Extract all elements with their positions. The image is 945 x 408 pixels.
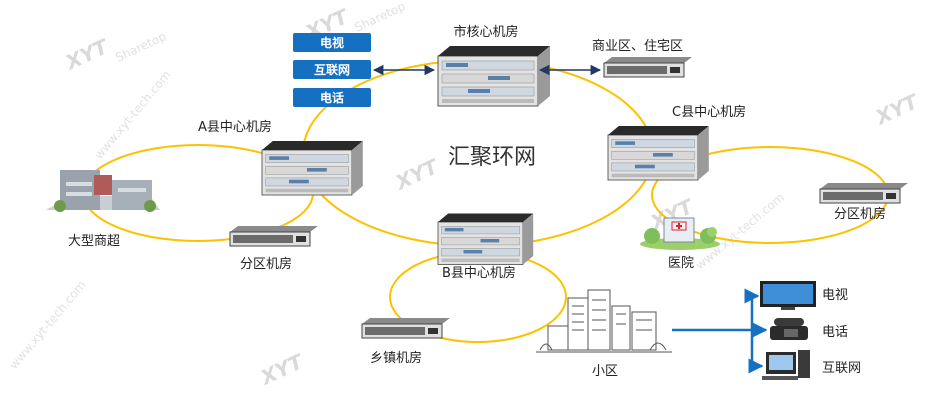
ring-title: 汇聚环网 xyxy=(448,145,536,170)
county-c-label: C县中心机房 xyxy=(672,104,746,120)
county-a-label: A县中心机房 xyxy=(198,119,272,135)
business-zone-device xyxy=(603,56,693,78)
county-a-chassis xyxy=(261,140,364,196)
service-box-internet: 互联网 xyxy=(293,60,371,79)
district-c-device xyxy=(819,182,909,204)
watermark-sub: Sharetop xyxy=(113,29,168,65)
residential-area-icon xyxy=(536,289,672,353)
tv-label: 电视 xyxy=(822,288,848,303)
city-core-chassis xyxy=(437,45,551,107)
phone-icon xyxy=(770,318,808,340)
district-a-device xyxy=(229,225,319,247)
svg-text:互联网: 互联网 xyxy=(314,63,350,77)
svg-text:电视: 电视 xyxy=(320,35,344,50)
township-device xyxy=(361,317,451,339)
residential-service-links xyxy=(672,296,754,366)
district-c-label: 分区机房 xyxy=(834,206,886,222)
internet-label: 互联网 xyxy=(822,361,861,376)
service-box-tv: 电视 xyxy=(293,33,371,52)
watermark-url: www.xyt-tech.com xyxy=(7,278,89,372)
county-c-chassis xyxy=(607,125,710,181)
business-zone-label: 商业区、住宅区 xyxy=(592,39,683,54)
county-b-chassis xyxy=(437,213,534,265)
mall-icon xyxy=(46,170,160,212)
watermark-brand: XYT xyxy=(60,34,113,76)
service-box-phone: 电话 xyxy=(293,88,371,107)
phone-label: 电话 xyxy=(822,325,848,340)
hospital-label: 医院 xyxy=(668,256,694,271)
city-core-label: 市核心机房 xyxy=(453,24,518,40)
tv-icon xyxy=(760,281,816,310)
mall-label: 大型商超 xyxy=(68,234,120,249)
watermark-brand: XYT xyxy=(255,349,308,391)
residential-area-label: 小区 xyxy=(592,364,618,379)
township-label: 乡镇机房 xyxy=(370,350,422,366)
county-b-label: B县中心机房 xyxy=(442,265,516,281)
watermark-brand: XYT xyxy=(870,89,923,131)
hospital-icon xyxy=(640,217,720,250)
computer-icon xyxy=(762,350,810,380)
svg-text:电话: 电话 xyxy=(320,90,344,105)
district-a-label: 分区机房 xyxy=(240,256,292,272)
watermark-sub: Sharetop xyxy=(352,0,407,35)
watermark-brand: XYT xyxy=(390,154,443,196)
